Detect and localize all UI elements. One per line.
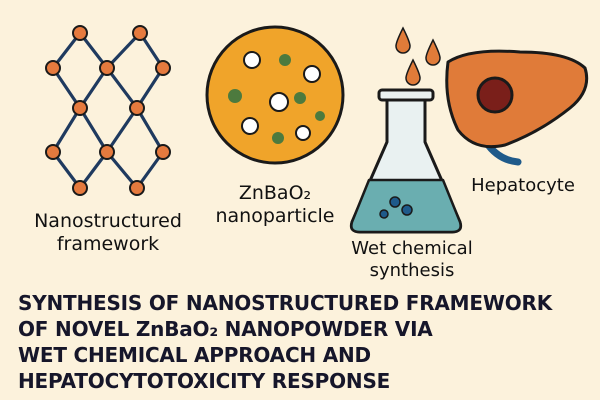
liver-icon: [445, 49, 589, 166]
figure-title: SYNTHESIS OF NANOSTRUCTURED FRAMEWORK OF…: [18, 290, 593, 394]
label-nanoparticle: ZnBaO₂ nanoparticle: [200, 182, 350, 228]
label-wet-chemical-synthesis: Wet chemical synthesis: [332, 238, 492, 282]
nanoparticle-icon: [205, 25, 345, 165]
label-framework-line2: framework: [56, 233, 160, 255]
title-line2: OF NOVEL ZnBaO₂ NANOPOWDER VIA: [18, 317, 433, 341]
drop-icon: [395, 26, 441, 86]
label-hepatocyte-text: Hepatocyte: [471, 175, 575, 196]
title-line3: WET CHEMICAL APPROACH AND: [18, 343, 371, 367]
flask-icon: [349, 88, 463, 234]
label-nanoparticle-line1: ZnBaO₂: [238, 182, 312, 204]
label-nanostructured-framework: Nanostructured framework: [18, 210, 198, 256]
label-hepatocyte: Hepatocyte: [458, 174, 588, 197]
label-nanoparticle-line2: nanoparticle: [215, 205, 335, 227]
title-line1: SYNTHESIS OF NANOSTRUCTURED FRAMEWORK: [18, 291, 553, 315]
label-wet-line1: Wet chemical: [351, 238, 473, 259]
title-line4: HEPATOCYTOTOXICITY RESPONSE: [18, 369, 391, 393]
framework-lattice-icon: [45, 25, 171, 196]
label-framework-line1: Nanostructured: [34, 210, 182, 232]
label-wet-line2: synthesis: [369, 260, 455, 281]
